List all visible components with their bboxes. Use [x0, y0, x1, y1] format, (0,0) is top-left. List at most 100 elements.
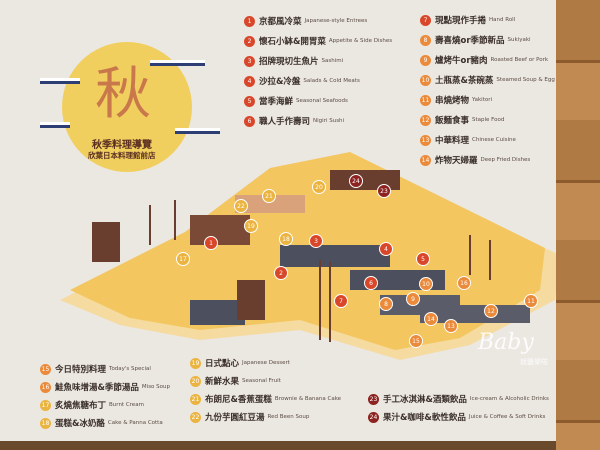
item-name-zh: 果汁&咖啡&軟性飲品: [383, 413, 466, 423]
number-badge: 9: [420, 54, 431, 66]
number-badge: 4: [244, 75, 255, 87]
item-name-zh: 九份芋圓紅豆湯: [205, 413, 265, 423]
item-name-zh: 飯麵食事: [435, 116, 470, 126]
map-marker-3: 3: [309, 234, 323, 248]
wood-background: [552, 0, 600, 450]
item-name-en: Seasonal Seafoods: [296, 98, 348, 104]
item-name-en: Deep Fried Dishes: [480, 157, 531, 163]
item-name-en: Today's Special: [109, 366, 151, 372]
counter: [190, 215, 250, 245]
map-marker-14: 14: [424, 312, 438, 326]
number-badge: 21: [190, 393, 201, 405]
logo-glyph: 秋: [95, 62, 151, 127]
map-marker-18: 18: [279, 232, 293, 246]
number-badge: 23: [368, 393, 379, 405]
number-badge: 13: [420, 134, 431, 146]
number-badge: 7: [420, 14, 431, 26]
number-badge: 18: [40, 417, 51, 429]
item-name-en: Roasted Beef or Pork: [490, 57, 549, 63]
logo-subtitle: 欣葉日本料理館前店: [88, 151, 156, 160]
item-name-zh: 串燒烤物: [435, 96, 470, 106]
map-marker-11: 11: [524, 294, 538, 308]
logo-title: 秋季料理導覽: [92, 140, 152, 151]
item-name-zh: 現點現作手捲: [435, 16, 487, 26]
counter: [235, 195, 305, 213]
item-name-zh: 京都風冷菜: [259, 17, 302, 27]
item-name-en: Salads & Cold Meats: [303, 78, 360, 84]
number-badge: 15: [40, 363, 51, 375]
map-marker-4: 4: [379, 242, 393, 256]
item-name-en: Miso Soup: [141, 384, 171, 390]
number-badge: 5: [244, 95, 255, 107]
item-name-zh: 鮭魚味增湯&季節湯品: [55, 383, 139, 393]
counter: [280, 245, 390, 267]
cloud-decoration: [40, 122, 70, 128]
item-name-en: Nigiri Sushi: [313, 118, 345, 124]
map-marker-15: 15: [409, 334, 423, 348]
map-marker-6: 6: [364, 276, 378, 290]
counter: [190, 300, 245, 325]
wooden-screen: [149, 200, 491, 342]
map-marker-1: 1: [204, 236, 218, 250]
watermark-logo: Baby: [478, 330, 534, 355]
item-name-zh: 日式點心: [205, 359, 240, 369]
number-badge: 3: [244, 55, 255, 67]
item-name-en: Brownie & Banana Cake: [274, 396, 342, 402]
map-marker-22: 22: [234, 199, 248, 213]
item-name-en: Staple Food: [472, 117, 505, 123]
map-marker-5: 5: [416, 252, 430, 266]
item-name-en: Sashimi: [321, 58, 344, 64]
number-badge: 22: [190, 411, 201, 423]
number-badge: 6: [244, 115, 255, 127]
map-marker-8: 8: [379, 297, 393, 311]
item-name-zh: 土瓶蒸&茶碗蒸: [435, 76, 494, 86]
map-marker-10: 10: [419, 277, 433, 291]
map-marker-9: 9: [406, 292, 420, 306]
number-badge: 17: [40, 399, 51, 411]
item-name-en: Seasonal Fruit: [242, 378, 281, 384]
map-marker-19: 19: [244, 219, 258, 233]
item-name-zh: 布朗尼&香蕉蛋糕: [205, 395, 272, 405]
item-name-zh: 蛋糕&冰奶酪: [55, 419, 105, 429]
item-name-zh: 壽喜燒or季節新品: [435, 36, 505, 46]
number-badge: 19: [190, 357, 201, 369]
map-marker-16: 16: [457, 276, 471, 290]
item-name-en: Sukiyaki: [507, 37, 531, 43]
item-name-zh: 中華料理: [435, 136, 470, 146]
item-name-en: Yakitori: [472, 97, 493, 103]
cloud-decoration: [40, 78, 80, 84]
item-name-en: Ice-cream & Alcoholic Drinks: [469, 396, 549, 402]
item-name-zh: 炸物天婦羅: [435, 156, 478, 166]
watermark-sub: 就醬樂啦: [520, 358, 548, 366]
map-marker-2: 2: [274, 266, 288, 280]
map-marker-17: 17: [176, 252, 190, 266]
number-badge: 2: [244, 35, 255, 47]
cloud-decoration: [150, 60, 205, 66]
item-name-en: Cake & Panna Cotta: [107, 420, 163, 426]
number-badge: 11: [420, 94, 431, 106]
item-name-en: Steamed Soup & Egg: [496, 77, 555, 83]
item-name-zh: 當季海鮮: [259, 97, 294, 107]
cabinet: [237, 280, 265, 320]
item-name-zh: 新鮮水果: [205, 377, 240, 387]
number-badge: 10: [420, 74, 431, 86]
map-marker-7: 7: [334, 294, 348, 308]
item-name-en: Appetite & Side Dishes: [328, 38, 393, 44]
